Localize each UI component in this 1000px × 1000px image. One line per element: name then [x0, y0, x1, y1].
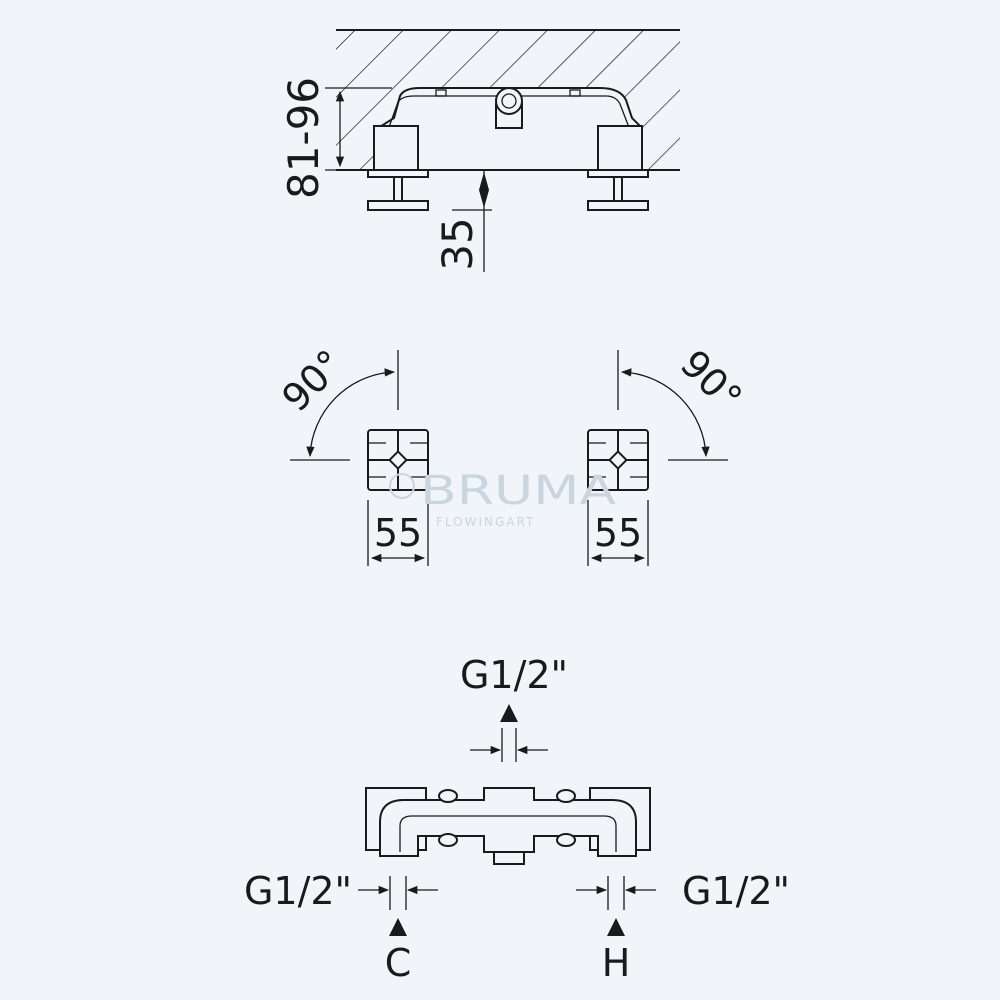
valve-body-view: G1/2" G1/2" C	[244, 653, 790, 985]
rotation-left-label: 90°	[273, 341, 352, 420]
rotation-right-label: 90°	[672, 341, 751, 420]
hot-arrow-icon	[607, 918, 625, 936]
handle-right-side	[587, 169, 649, 211]
valve-body	[365, 787, 651, 865]
outlet-arrow-icon	[500, 704, 518, 722]
handle-left-front	[367, 429, 429, 491]
brand-watermark: BRUMA FLOWINGART	[389, 468, 617, 529]
outlet-thread-dimension	[470, 728, 548, 762]
wall-section-view: 81-96 35	[279, 29, 680, 272]
hot-thread-dimension: G1/2" H	[576, 869, 790, 985]
handle-left-side	[367, 169, 429, 211]
projection-dimension: 35	[433, 170, 492, 272]
watermark-brand: BRUMA	[420, 468, 617, 514]
width-right-dimension: 55	[587, 500, 649, 566]
cold-arrow-icon	[389, 918, 407, 936]
depth-range-label: 81-96	[279, 77, 328, 199]
projection-label: 35	[433, 217, 482, 270]
width-left-label: 55	[374, 511, 422, 555]
hot-thread-label: G1/2"	[682, 869, 790, 913]
watermark-tagline: FLOWINGART	[436, 515, 535, 529]
width-left-dimension: 55	[367, 500, 429, 566]
cold-thread-label: G1/2"	[244, 869, 352, 913]
handles-front-view: 90° 90° 55 55 BRUMA FLOWINGART	[273, 341, 751, 566]
cold-label: C	[385, 941, 412, 985]
valve-body-in-wall	[373, 87, 643, 171]
watermark-drop-icon	[389, 473, 415, 499]
hot-label: H	[602, 941, 631, 985]
width-right-label: 55	[594, 511, 642, 555]
outlet-thread-label: G1/2"	[460, 653, 568, 697]
depth-dimension: 81-96	[279, 77, 392, 199]
cold-thread-dimension: G1/2" C	[244, 869, 438, 985]
